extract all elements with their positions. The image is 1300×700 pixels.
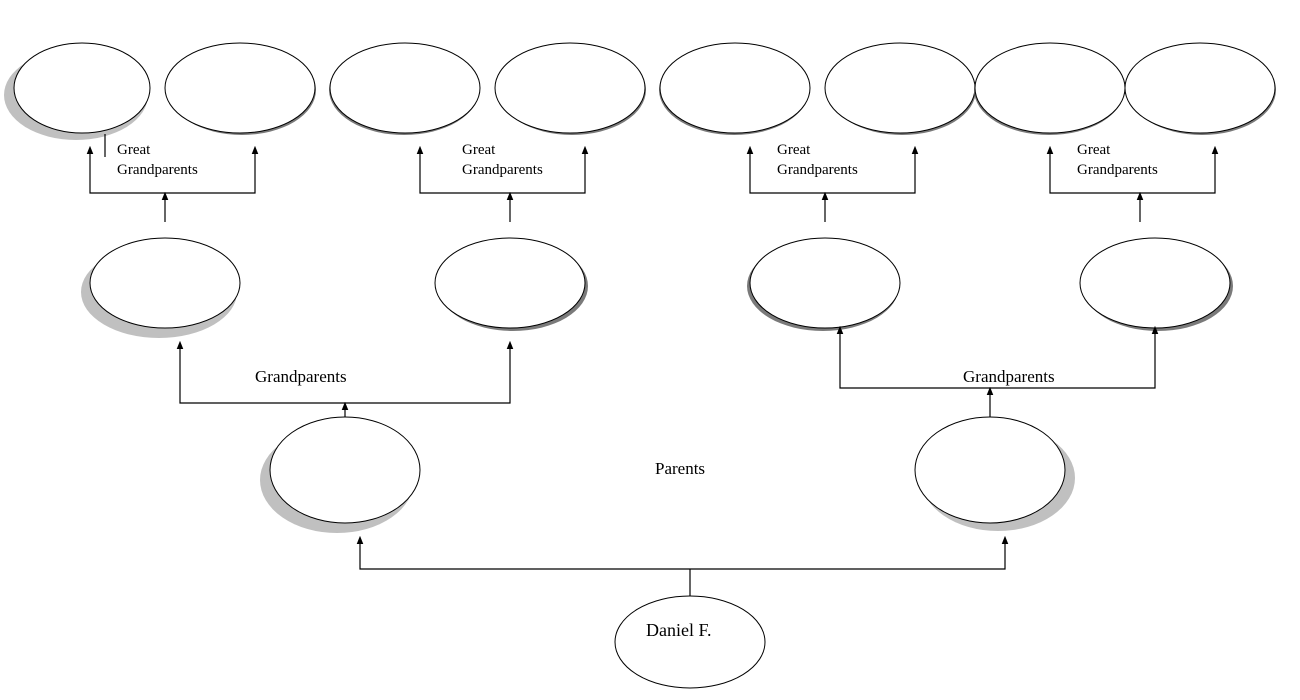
great-grandparents-label-4-line2: Grandparents (1077, 162, 1158, 178)
grandparents-connector-right (836, 325, 1159, 418)
grandparents-connector-left (176, 340, 514, 418)
grandparent-oval-3 (747, 237, 901, 331)
great-grandparents-connector-4 (1046, 145, 1219, 222)
great-grandparents-label-1-line2: Grandparents (117, 162, 198, 178)
grandparents-label-left: Grandparents (255, 367, 347, 386)
great-grandparents-label-4-line1: Great (1077, 142, 1111, 158)
grandparents-label-right: Grandparents (963, 367, 1055, 386)
self-name-label: Daniel F. (646, 620, 712, 640)
great-grandparents-label-2-line2: Grandparents (462, 162, 543, 178)
grandparent-oval-4 (1079, 237, 1233, 331)
great-grandparent-oval-4 (494, 42, 646, 135)
parents-label: Parents (655, 459, 705, 478)
parent-oval-left (260, 416, 421, 533)
grandparent-oval-2 (434, 237, 588, 331)
great-grandparent-oval-5 (659, 42, 811, 135)
parent-oval-right (914, 416, 1075, 531)
self-oval (614, 595, 766, 689)
great-grandparents-label-1-line1: Great (117, 142, 151, 158)
great-grandparents-label-2-line1: Great (462, 142, 496, 158)
great-grandparent-oval-8 (1124, 42, 1276, 135)
great-grandparents-label-3-line2: Grandparents (777, 162, 858, 178)
grandparent-oval-1 (81, 237, 241, 338)
great-grandparent-oval-1 (4, 42, 151, 140)
great-grandparents-connector-2 (416, 145, 589, 222)
parents-connector (356, 535, 1009, 600)
great-grandparent-oval-2 (164, 42, 316, 135)
great-grandparents-label-3-line1: Great (777, 142, 811, 158)
great-grandparent-oval-7 (974, 42, 1126, 135)
great-grandparents-connector-1 (86, 134, 259, 222)
great-grandparent-oval-3 (329, 42, 481, 135)
great-grandparent-oval-6 (824, 42, 976, 135)
great-grandparents-connector-3 (746, 145, 919, 222)
